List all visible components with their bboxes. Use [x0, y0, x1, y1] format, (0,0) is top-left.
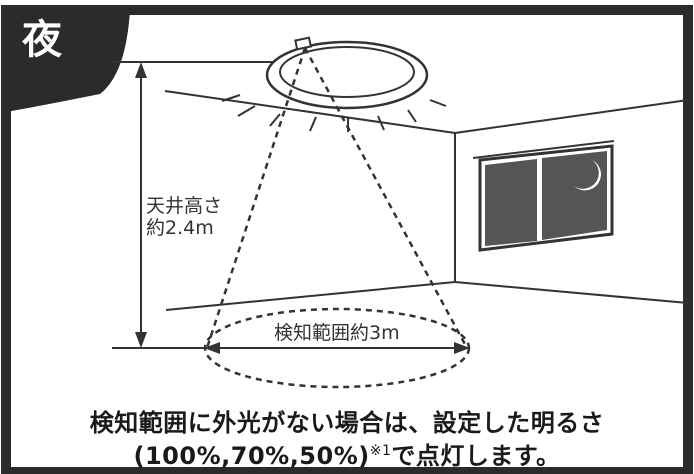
height-arrow	[135, 62, 147, 348]
caption-line1: 検知範囲に外光がない場合は、設定した明るさ	[89, 409, 605, 437]
caption-line2: (100%,70%,50%)※1で点灯します。	[0, 436, 694, 471]
room-lines	[112, 61, 689, 349]
ceiling-height-line1: 天井高さ	[146, 195, 223, 217]
ceiling-height-label: 天井高さ 約2.4m	[146, 195, 223, 239]
width-arrow	[204, 342, 470, 354]
mode-tag	[6, 10, 130, 112]
mode-tag-label: 夜	[22, 17, 62, 63]
ceiling-height-line2: 約2.4m	[146, 217, 214, 239]
caption-percentages: (100%,70%,50%)	[133, 442, 370, 470]
light-rays	[221, 94, 447, 132]
footnote-mark: ※1	[369, 443, 392, 459]
detection-range-label: 検知範囲約3m	[270, 318, 404, 345]
caption-line2-suffix: で点灯します。	[391, 442, 561, 470]
frame-border	[1, 5, 693, 474]
window-icon	[473, 140, 614, 252]
ceiling-light-icon	[265, 36, 429, 110]
